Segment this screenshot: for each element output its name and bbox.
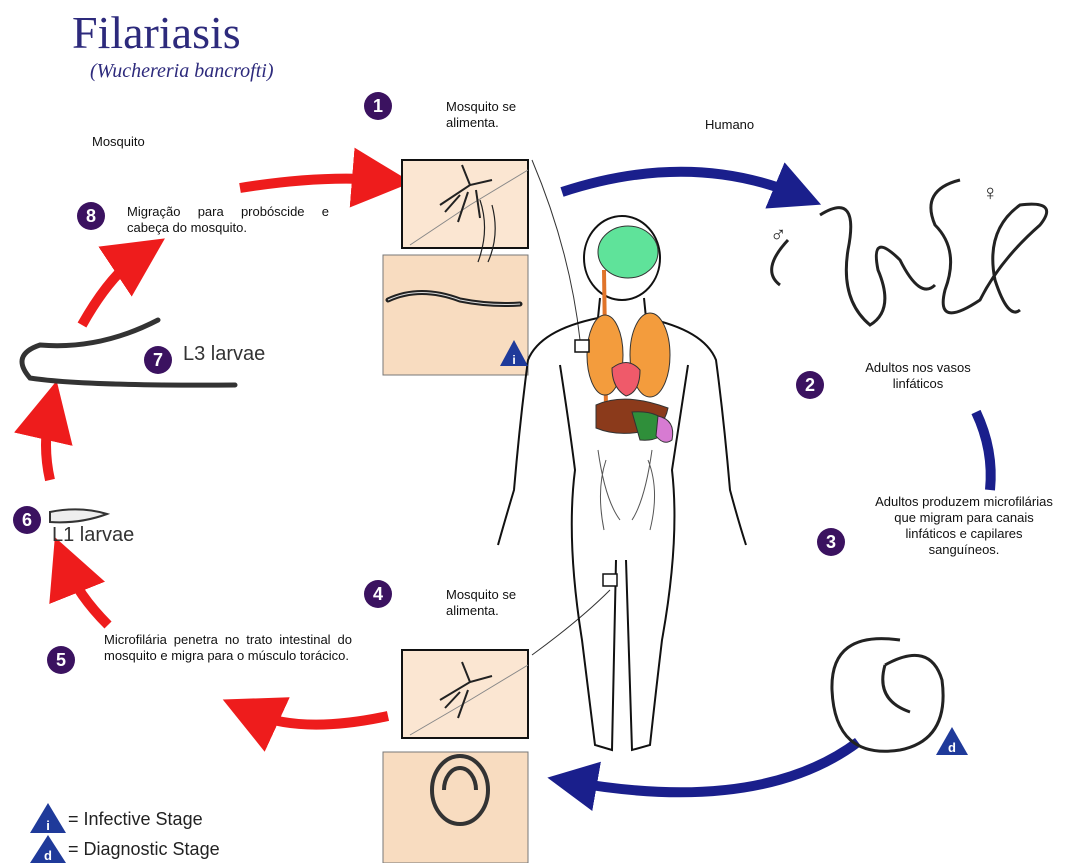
host-label-mosquito: Mosquito (92, 134, 145, 150)
arrow-4-to-5 (250, 712, 388, 725)
arrow-6-to-7 (46, 410, 50, 480)
step-1-text: Mosquito se alimenta. (446, 99, 536, 131)
legend-diagnostic-icon: d (30, 835, 66, 863)
diagnostic-badge-letter: d (948, 740, 956, 755)
step-4-number: 4 (364, 580, 392, 608)
step-5-number: 5 (47, 646, 75, 674)
arrow-8-to-1 (240, 179, 382, 188)
svg-text:i: i (46, 818, 50, 833)
step-6-text: L1 larvae (52, 524, 134, 547)
host-label-human: Humano (705, 117, 754, 133)
arrow-7-to-8 (82, 255, 140, 325)
step-7-number: 7 (144, 346, 172, 374)
legend-infective-icon: i (30, 803, 66, 833)
human-body-figure (498, 216, 746, 750)
adult-worms-illustration (772, 180, 1047, 325)
svg-text:d: d (44, 848, 52, 863)
legend-infective-text: = Infective Stage (68, 809, 203, 830)
infective-badge-letter: i (512, 353, 515, 367)
step-2-text: Adultos nos vasos linfáticos (843, 360, 993, 392)
l1-larva-illustration (50, 509, 107, 522)
step-4-text: Mosquito se alimenta. (446, 587, 536, 619)
step-7-text: L3 larvae (183, 343, 265, 366)
step-5-text: Microfilária penetra no trato intestinal… (104, 632, 352, 664)
step-3-number: 3 (817, 528, 845, 556)
step-1-number: 1 (364, 92, 392, 120)
step-8-text: Migração para probóscide e cabeça do mos… (127, 204, 329, 236)
female-symbol: ♀ (982, 180, 999, 205)
microfilaria-diagnostic-illustration (832, 639, 943, 752)
diagnostic-stage-badge: d (936, 727, 968, 755)
arrow-1-to-2 (562, 172, 798, 195)
arrow-3-to-4 (572, 742, 858, 792)
legend-diagnostic-text: = Diagnostic Stage (68, 839, 220, 860)
step-6-number: 6 (13, 506, 41, 534)
step-3-text: Adultos produzem microfilárias que migra… (873, 494, 1055, 558)
step-2-number: 2 (796, 371, 824, 399)
mosquito-feeding-panel-bottom (383, 590, 610, 863)
mosquito-feeding-panel-top (383, 160, 580, 375)
step-8-number: 8 (77, 202, 105, 230)
male-symbol: ♂ (770, 222, 787, 247)
arrow-5-to-6 (66, 565, 108, 625)
arrow-2-to-3 (976, 412, 991, 490)
